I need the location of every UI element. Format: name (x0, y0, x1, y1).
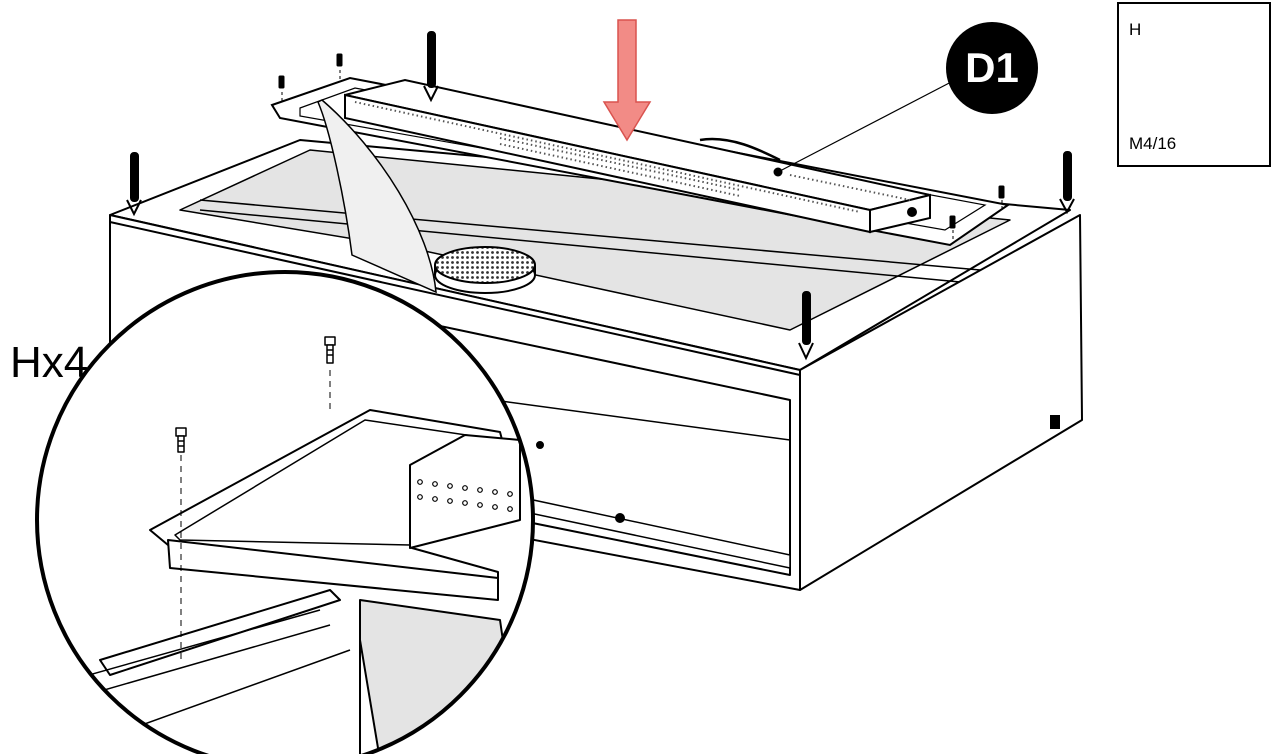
component-d1 (344, 78, 931, 234)
rod-front-right (798, 291, 814, 361)
rod-back-right (1059, 151, 1075, 215)
detail-gray-panel (359, 599, 521, 754)
part-legend-letter: H (1129, 20, 1142, 39)
part-legend-box: H M4/16 (1117, 2, 1271, 167)
callout-badge: D1 (946, 22, 1038, 114)
push-down-arrow-icon (602, 19, 652, 142)
detail-connector (317, 99, 437, 294)
callout-label: D1 (965, 44, 1019, 91)
rod-back-left (423, 31, 439, 103)
callout-leader-line (777, 79, 956, 173)
flange-screw-icon (175, 336, 336, 453)
detail-view (35, 270, 535, 754)
hanging-rods (126, 31, 1075, 361)
quantity-label: Hx4 (10, 338, 89, 387)
top-screws (278, 53, 1005, 242)
rod-front-left (126, 152, 142, 217)
part-legend-size: M4/16 (1129, 134, 1177, 153)
vent-filter (434, 246, 536, 294)
